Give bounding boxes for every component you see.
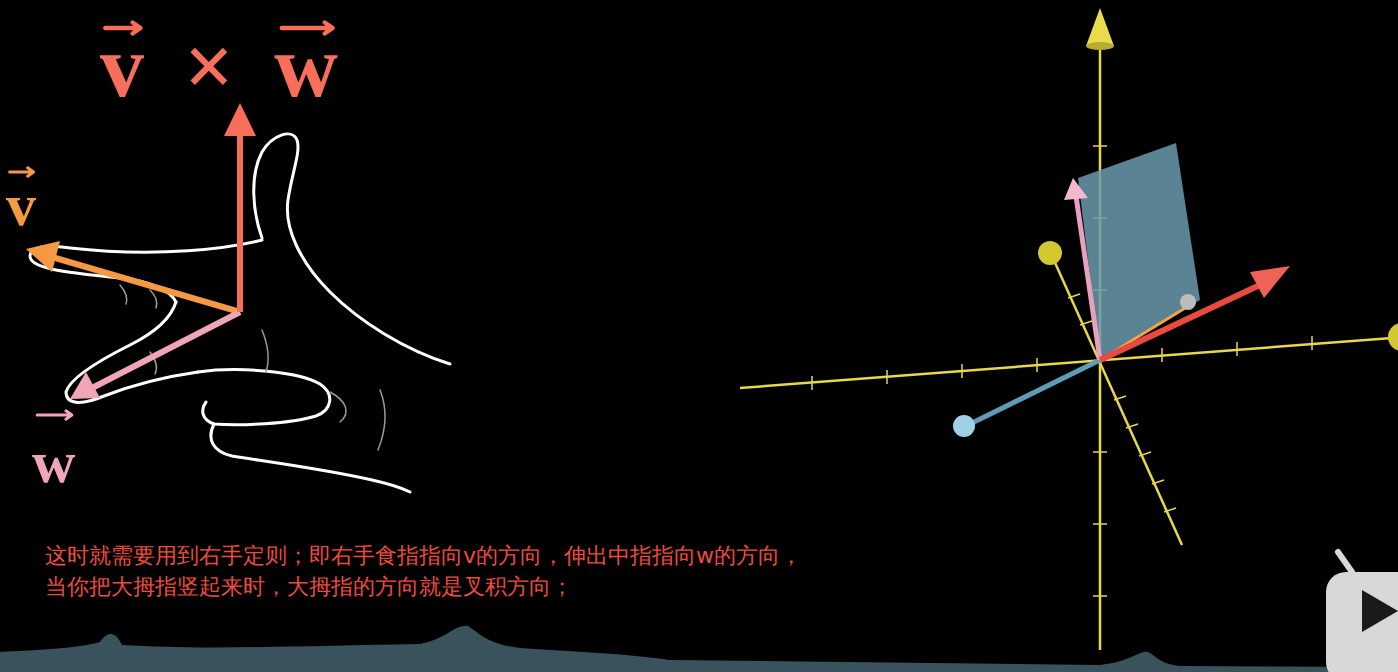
tv-icon: [1326, 572, 1398, 672]
axis-ticks: [1093, 451, 1107, 453]
axis-ticks: [1093, 145, 1107, 147]
axis-ticks: [886, 370, 888, 384]
axis-ends: [1388, 323, 1398, 351]
vector-v: [52, 257, 240, 312]
audio-waveform: [0, 626, 1398, 672]
axis-ticks: [1093, 595, 1107, 597]
vector-w: [70, 312, 240, 399]
hand-outline: [254, 134, 450, 364]
axis-ticks: [1114, 396, 1126, 400]
hand-outline: [30, 240, 262, 302]
axis-3d: [740, 338, 1392, 388]
vector-arrow-mark: [37, 411, 72, 419]
vector-3d-orange: [1180, 294, 1196, 310]
axis-ticks: [1126, 424, 1138, 428]
vector-3d-pink: [1076, 196, 1100, 360]
vector-label: v: [6, 175, 36, 235]
hand-outline: [150, 290, 157, 308]
axis-ticks: [1139, 452, 1151, 456]
vector-3d-pink: [1064, 178, 1100, 360]
tv-icon: [1362, 590, 1398, 632]
axis-ends: [1086, 42, 1114, 50]
hand-outline: [66, 302, 198, 402]
vector-3d-red: [1100, 284, 1262, 360]
hand-outline: [330, 392, 346, 422]
hand-outline: [211, 424, 410, 492]
axis-ticks: [811, 376, 813, 390]
hand-outline: [262, 330, 268, 372]
vector-3d-blue: [970, 360, 1100, 424]
axis-ticks: [1311, 336, 1313, 350]
vector-cross: [224, 103, 256, 312]
vector-cross: [237, 132, 243, 312]
hand-outline: [198, 370, 330, 425]
vector-3d-red: [1100, 266, 1290, 360]
axis-ticks: [1080, 321, 1092, 325]
axis-ticks: [1068, 294, 1080, 298]
axis-ticks: [1152, 480, 1164, 484]
axis-ends: [1086, 8, 1114, 46]
vector-v: [26, 241, 240, 312]
tv-icon: [1326, 552, 1398, 672]
vector-3d-blue: [953, 415, 975, 437]
axis-ticks: [1164, 508, 1176, 512]
vector-3d-blue: [953, 360, 1100, 437]
axis-ticks: [1036, 358, 1038, 372]
vector-w: [70, 372, 100, 399]
axis-ticks: [1236, 342, 1238, 356]
axis-ticks: [812, 146, 1312, 596]
subtitle: 这时就需要用到右手定则；即右手食指指向v的方向，伸出中指指向w的方向， 当你把大…: [45, 540, 813, 602]
vector-3d-red: [1250, 266, 1290, 298]
tv-icon: [1338, 552, 1352, 572]
audio-waveform: [0, 626, 1398, 672]
hand-outline: [378, 390, 385, 450]
vector-label: w: [32, 432, 75, 492]
axis-ticks: [961, 364, 963, 378]
cross-product-label: v × w: [100, 23, 338, 111]
axis-ends: [1038, 241, 1062, 265]
axis-ticks: [1161, 348, 1163, 362]
vector-v: [26, 241, 60, 272]
vector-3d-pink: [1064, 178, 1088, 200]
axis-ticks: [1093, 523, 1107, 525]
hand-outline: [120, 285, 127, 304]
vector-w: [92, 312, 240, 388]
axis-3d: [740, 44, 1392, 650]
